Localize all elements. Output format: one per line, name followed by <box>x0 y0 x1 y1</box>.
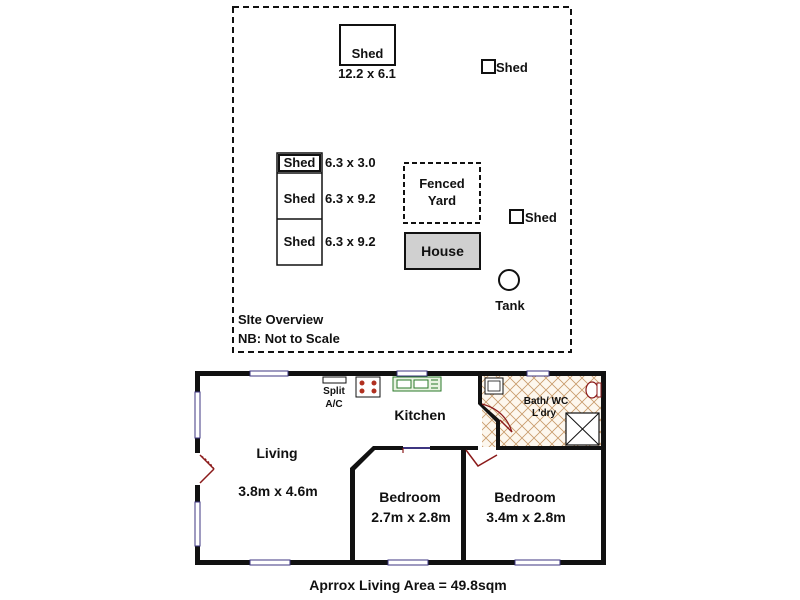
site-note: NB: Not to Scale <box>238 331 340 346</box>
living-area-caption: Aprrox Living Area = 49.8sqm <box>309 577 507 593</box>
shed-row-1-dims: 6.3 x 3.0 <box>325 155 376 170</box>
window-bed2-bottom <box>514 559 561 566</box>
window-living-bottom <box>249 559 291 566</box>
window-kitchen-top <box>396 370 428 377</box>
shed-main-label: Shed <box>352 46 384 61</box>
window-bath-top <box>526 370 550 377</box>
shed-row-2-dims: 6.3 x 9.2 <box>325 191 376 206</box>
fenced-yard-line2: Yard <box>428 193 456 208</box>
window-living-left-lower <box>194 501 201 547</box>
shed-small-top-label: Shed <box>496 60 528 75</box>
site-boundary <box>232 6 572 353</box>
shed-small-top: Shed <box>481 59 528 75</box>
interior-walls <box>350 374 605 562</box>
tank: Tank <box>495 269 525 313</box>
bedroom2-dims: 3.4m x 2.8m <box>486 509 565 525</box>
bedroom1-label: Bedroom <box>379 489 440 505</box>
site-title: SIte Overview <box>238 312 324 327</box>
cooktop <box>355 376 381 398</box>
doors <box>194 403 513 485</box>
window-living-left-upper <box>194 391 201 439</box>
bath-line2: L'dry <box>532 408 556 419</box>
fenced-yard-line1: Fenced <box>419 176 465 191</box>
tank-label: Tank <box>495 298 525 313</box>
split-ac-line2: A/C <box>325 399 342 410</box>
split-ac-unit <box>322 376 347 384</box>
shed-main: Shed 12.2 x 6.1 <box>338 24 396 81</box>
house-label: House <box>421 243 464 259</box>
shed-row-2-label: Shed <box>284 191 316 206</box>
bath-fittings <box>484 377 602 446</box>
window-bed1-bottom <box>387 559 429 566</box>
kitchen-fittings <box>322 376 442 398</box>
split-ac-line1: Split <box>323 386 345 397</box>
shed-main-dims: 12.2 x 6.1 <box>338 66 396 81</box>
fenced-yard: Fenced Yard <box>403 162 481 224</box>
living-dims: 3.8m x 4.6m <box>238 483 317 499</box>
shed-row-1-label: Shed <box>284 155 316 170</box>
shed-row: Shed 6.3 x 3.0 Shed 6.3 x 9.2 Shed 6.3 x… <box>276 152 376 266</box>
bedroom2-label: Bedroom <box>494 489 555 505</box>
kitchen-label: Kitchen <box>394 407 445 423</box>
living-label: Living <box>256 445 297 461</box>
window-living-top <box>249 370 289 377</box>
shed-small-right-label: Shed <box>525 210 557 225</box>
shed-row-3-label: Shed <box>284 234 316 249</box>
shed-small-right: Shed <box>509 209 557 225</box>
windows <box>194 370 561 566</box>
shed-row-3-dims: 6.3 x 9.2 <box>325 234 376 249</box>
bath-line1: Bath/ WC <box>524 396 568 407</box>
bedroom1-dims: 2.7m x 2.8m <box>371 509 450 525</box>
house: House <box>404 232 481 270</box>
toilet <box>585 381 599 399</box>
